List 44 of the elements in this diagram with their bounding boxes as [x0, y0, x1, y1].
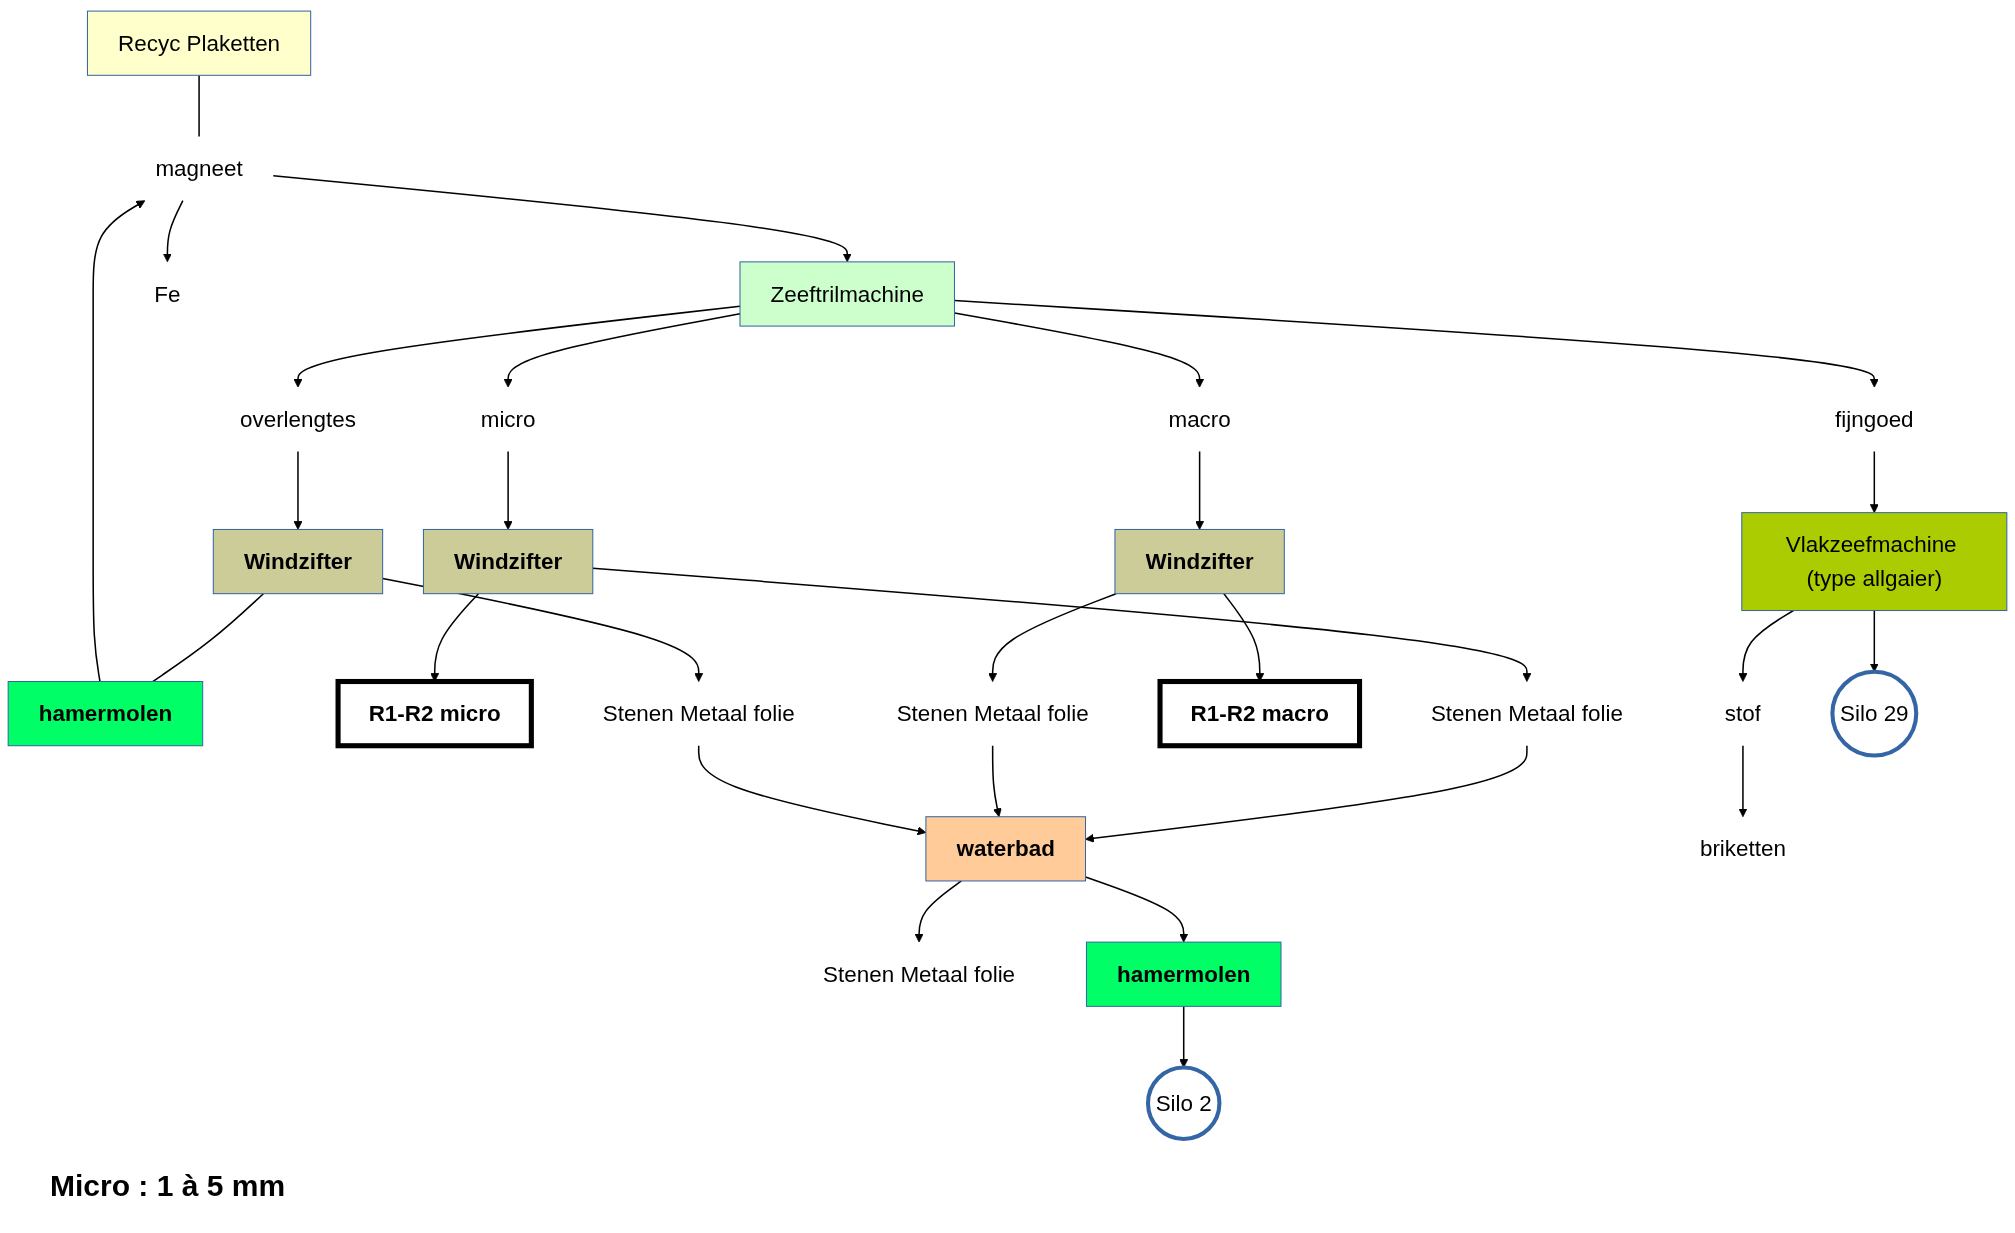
node-text: Stenen Metaal folie: [896, 700, 1089, 727]
node-text: Fe: [154, 281, 181, 307]
arrow: [293, 305, 741, 388]
node-text: stof: [1724, 700, 1762, 727]
node-circle: Silo 29: [1830, 669, 1919, 758]
arrow: [1195, 450, 1205, 530]
node-box: R1-R2 micro: [335, 678, 534, 749]
node-text: overlengtes: [240, 406, 356, 433]
node-box: Windzifter: [422, 528, 594, 595]
arrow: [162, 199, 184, 263]
node-box: Windzifter: [1114, 528, 1285, 595]
arrow: [592, 567, 1532, 682]
arrow: [272, 175, 852, 263]
node-box: Recyc Plaketten: [86, 10, 312, 76]
node-text: Stenen Metaal folie: [823, 961, 1016, 987]
node-box: R1-R2 macro: [1157, 678, 1363, 749]
connector: [198, 74, 200, 138]
node-box: Windzifter: [212, 528, 384, 595]
arrow: [503, 450, 513, 530]
node-text: fijngoed: [1835, 406, 1914, 433]
arrow: [914, 880, 963, 943]
note-text: Micro : 1 à 5 mm: [50, 1169, 286, 1203]
arrow: [293, 450, 303, 530]
node-box: Zeeftrilmachine: [739, 261, 955, 327]
connector: [152, 592, 265, 683]
node-text: Stenen Metaal folie: [1430, 700, 1623, 727]
node-box: hamermolen: [1085, 941, 1282, 1007]
node-box: Vlakzeefmachine (type allgaier): [1741, 512, 2008, 611]
node-text: macro: [1168, 406, 1231, 433]
arrow: [988, 592, 1117, 682]
node-text: briketten: [1699, 836, 1786, 862]
arrow: [1085, 744, 1528, 843]
arrow: [1738, 744, 1748, 818]
arrow: [1738, 609, 1795, 682]
node-text: magneet: [155, 155, 243, 182]
arrow: [503, 313, 741, 388]
node-circle: Silo 2: [1146, 1065, 1222, 1141]
arrow: [991, 744, 1002, 818]
node-text: Stenen Metaal folie: [602, 700, 795, 727]
node-box: hamermolen: [7, 681, 204, 747]
node-box: waterbad: [925, 816, 1087, 882]
node-text: micro: [480, 406, 536, 433]
arrow: [92, 200, 146, 683]
arrow: [1869, 450, 1879, 514]
